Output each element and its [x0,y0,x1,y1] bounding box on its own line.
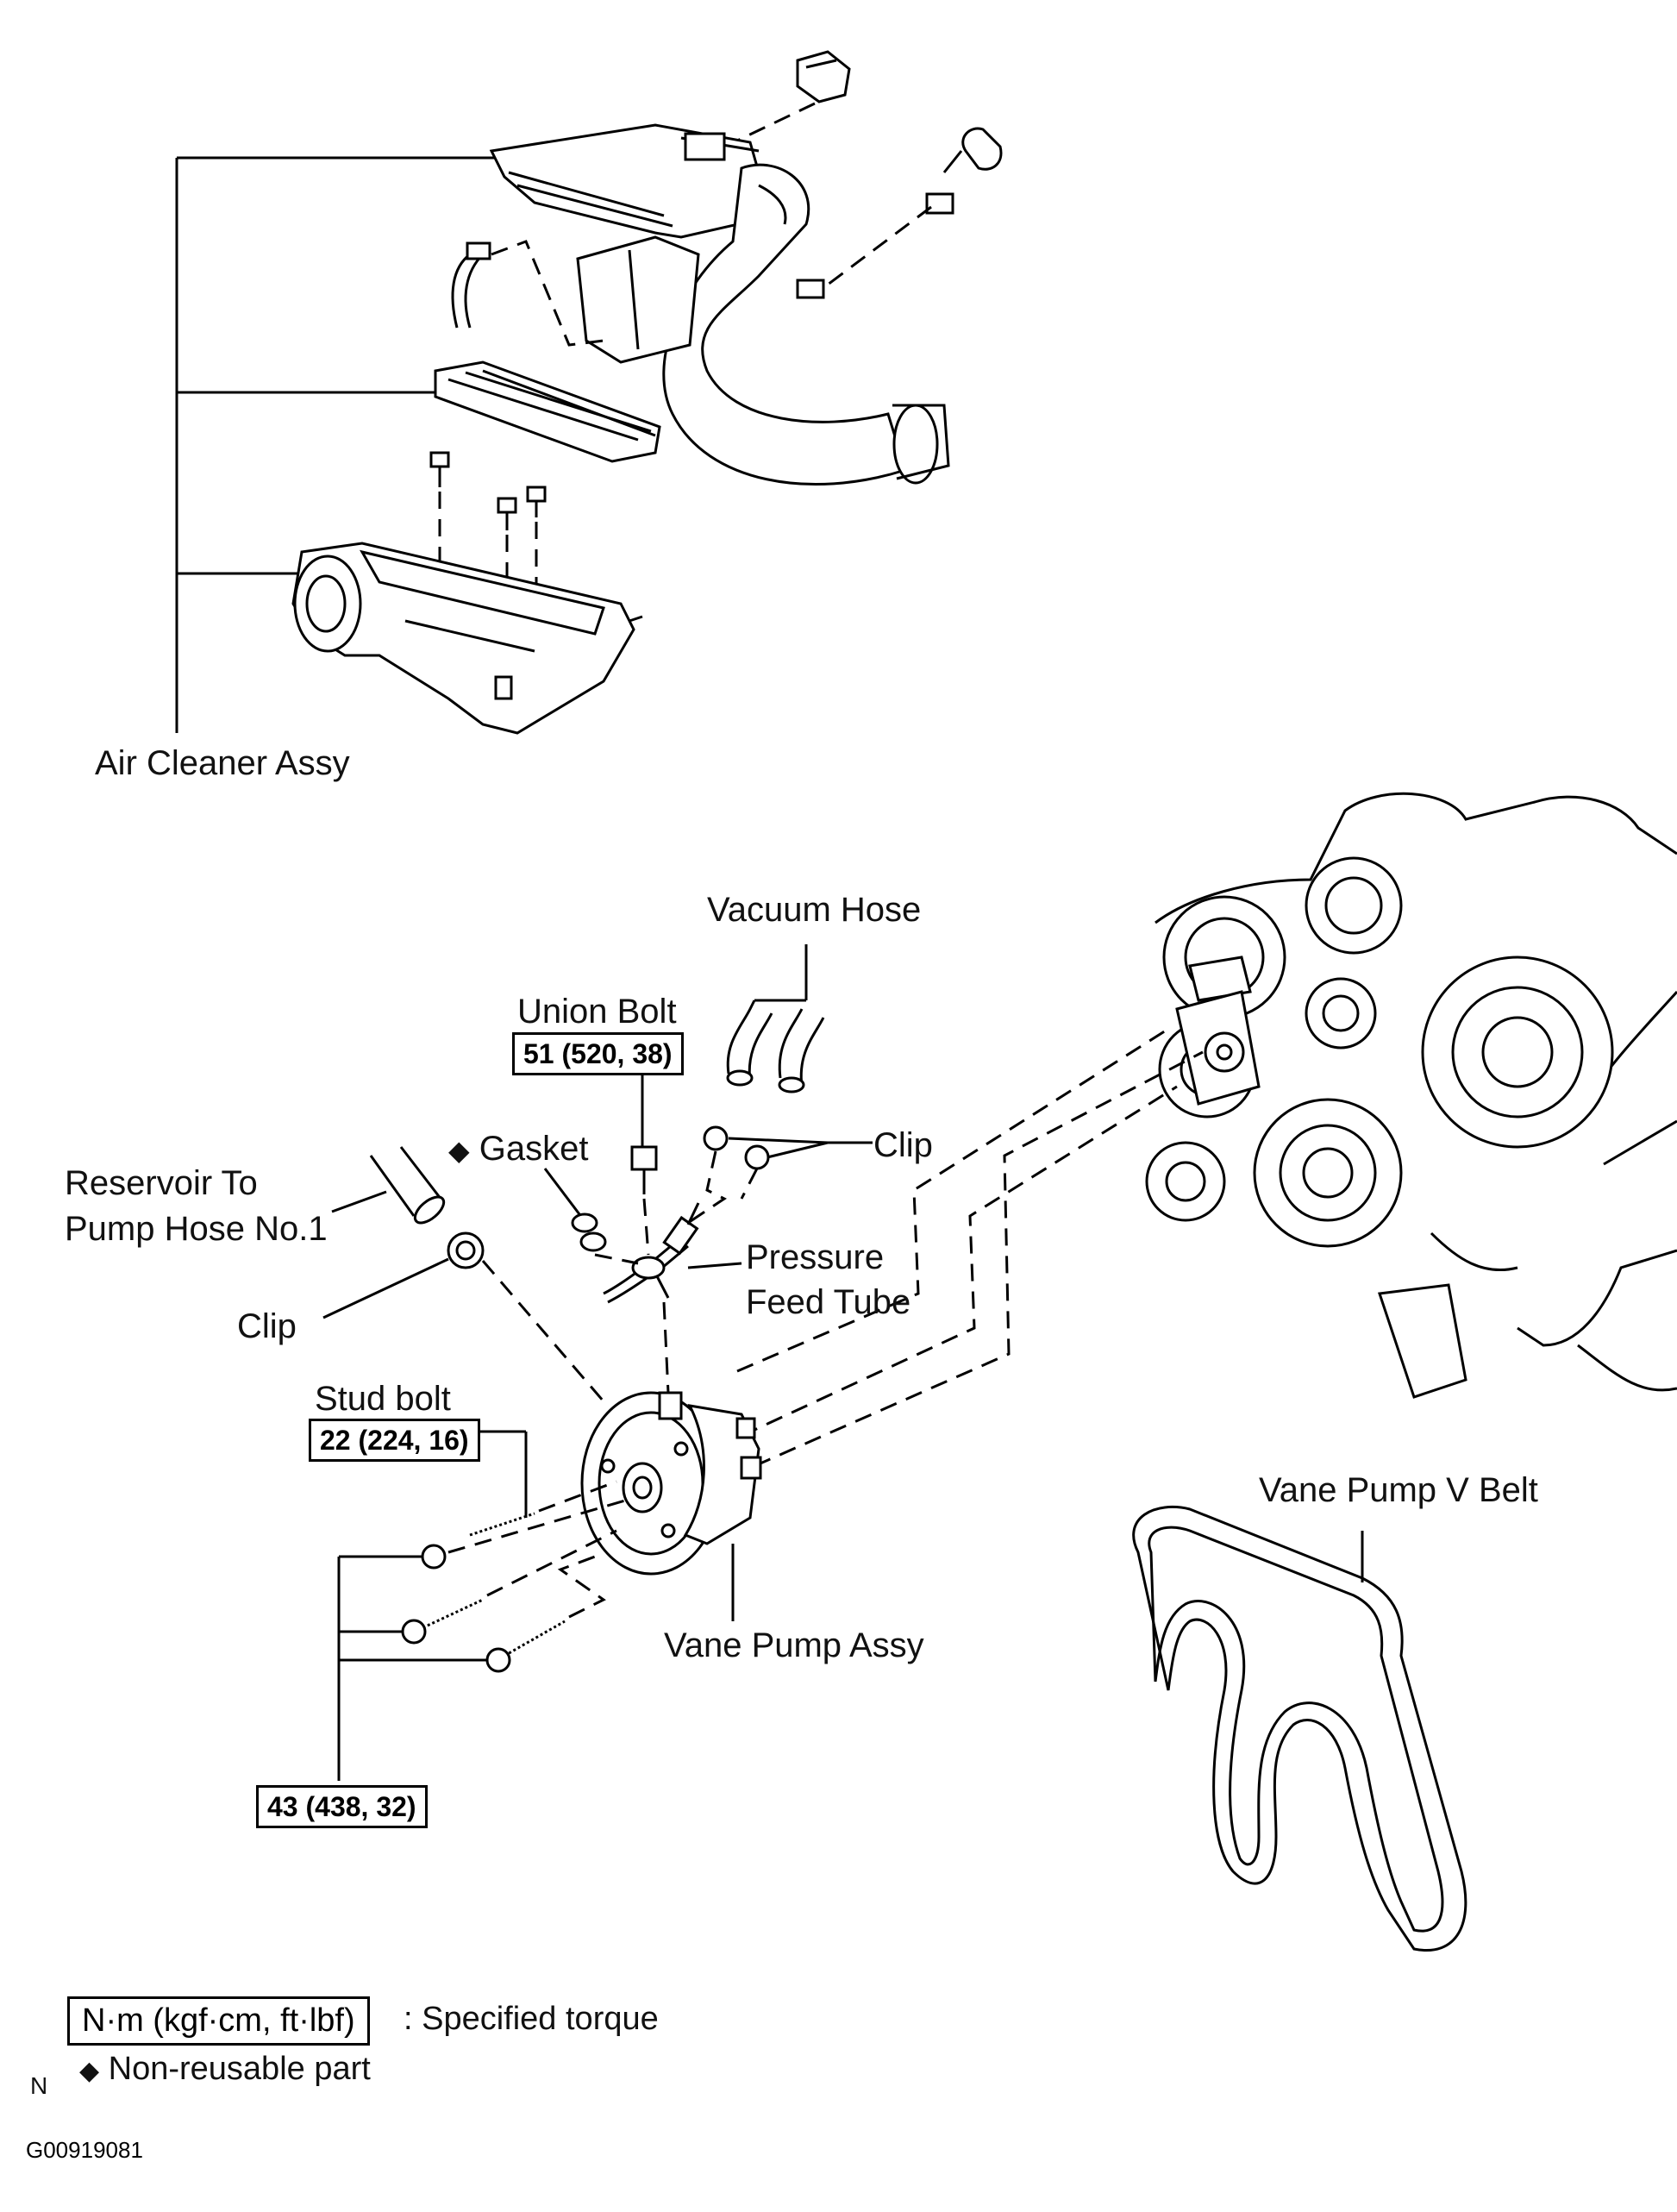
mount-bolt-torque-box: 43 (438, 32) [256,1785,428,1828]
figure-id: G00919081 [26,2137,143,2163]
label-gasket-text: Gasket [479,1130,589,1168]
air-cleaner-cap-icon [489,123,779,239]
label-vacuum-hose: Vacuum Hose [707,891,922,929]
label-clip-lower: Clip [237,1307,297,1345]
label-stud-bolt: Stud bolt [315,1380,451,1418]
vacuum-hose-icon [726,999,825,1093]
label-union-bolt: Union Bolt [517,993,677,1031]
label-clip-upper: Clip [873,1126,933,1164]
stud-bolt-torque-box: 22 (224, 16) [309,1419,480,1462]
label-air-cleaner-assy: Air Cleaner Assy [95,744,350,782]
air-cleaner-case-icon [291,542,643,735]
label-pressure-feed-line2: Feed Tube [746,1283,911,1321]
v-belt-icon [1132,1505,1467,1952]
reservoir-hose-icon [369,1146,446,1225]
case-bolts-icon [429,451,547,530]
legend-torque-units-box: N·m (kgf·cm, ft·lbf) [67,1996,370,2046]
resonator-icon [576,235,700,364]
leader-lines [322,944,1364,1781]
stud-bolt-icon [469,1512,535,1537]
union-bolt-torque-box: 51 (520, 38) [512,1032,684,1075]
vane-pump-icon [580,1391,762,1576]
breather-connector-icon [925,127,1003,215]
label-vane-pump-v-belt: Vane Pump V Belt [1259,1471,1538,1509]
label-vane-pump-assy: Vane Pump Assy [664,1626,924,1664]
air-filter-element-icon [434,360,661,463]
gasket-icon [571,1213,607,1252]
legend-torque-desc: : Specified torque [404,2001,659,2037]
label-gasket: ◆ Gasket [448,1131,588,1166]
sensor-connector-icon [796,50,851,103]
label-pressure-feed-line1: Pressure [746,1238,885,1276]
union-bolt-icon [630,1145,658,1194]
legend-non-reusable-text: Non-reusable part [108,2051,371,2087]
air-cleaner-bracket [175,156,500,733]
pressure-feed-tube-icon [603,1202,700,1304]
non-reusable-marker-icon: ◆ [79,2057,100,2085]
hose-fitting-icon [796,279,825,299]
north-mark: N [30,2072,48,2099]
mount-bolts-icon [401,1544,566,1673]
label-reservoir-hose-line2: Pump Hose No.1 [65,1210,328,1248]
engine-block-icon [1145,792,1677,1399]
vent-hose-icon [451,241,491,329]
legend-non-reusable: ◆ Non-reusable part [79,2052,371,2085]
label-reservoir-hose-line1: Reservoir To [65,1164,258,1202]
hose-clamp-icon [447,1231,485,1269]
vacuum-clip-icon [703,1125,770,1170]
intake-hose-icon [662,163,950,486]
non-reusable-marker-icon: ◆ [448,1135,470,1166]
